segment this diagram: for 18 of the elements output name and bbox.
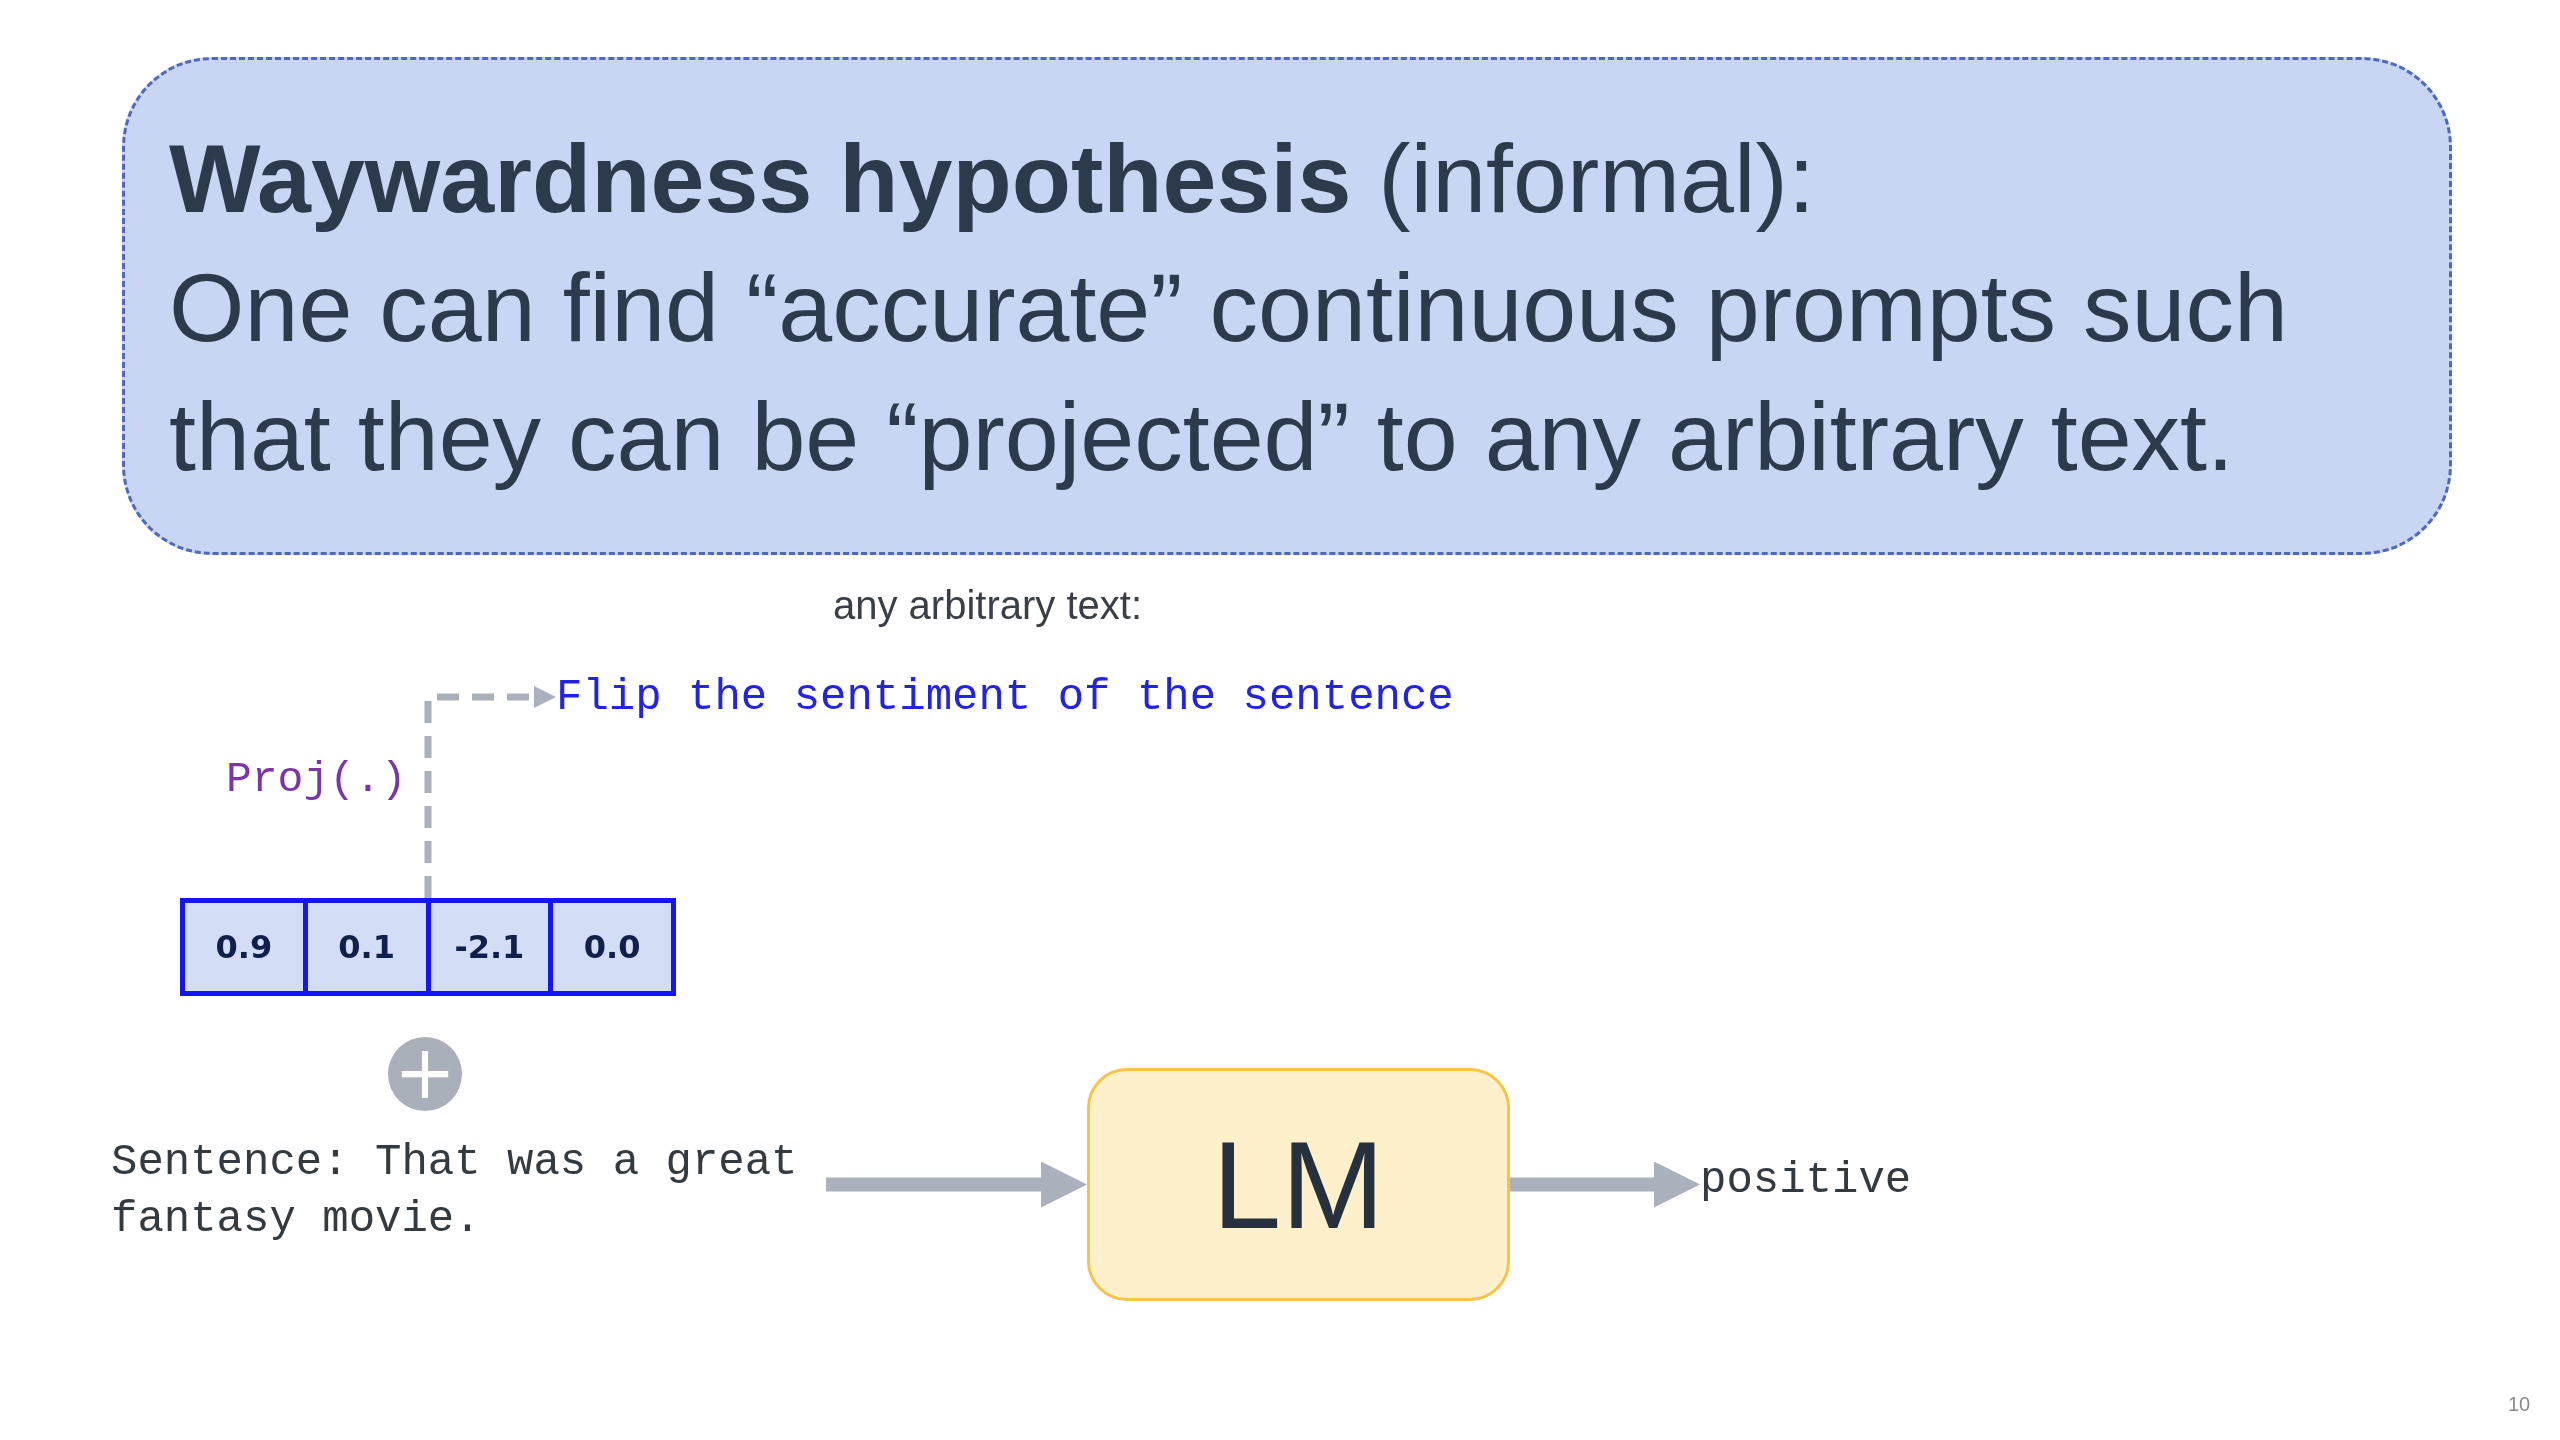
- prompt-text: Flip the sentiment of the sentence: [556, 670, 1454, 724]
- addition-symbol: +: [388, 1037, 462, 1111]
- arrow: [826, 1161, 1087, 1208]
- vector-entry: -2.1: [425, 903, 549, 991]
- embedding-vector: [180, 898, 676, 996]
- page-number: 10: [2508, 1392, 2531, 1416]
- model-box: LM: [1087, 1068, 1510, 1301]
- hypothesis-box: [122, 57, 2452, 555]
- vector-entry: 0.9: [185, 903, 303, 991]
- dashed-arrow: [424, 686, 556, 898]
- input-sentence: Sentence: That was a great fantasy movie.: [111, 1134, 826, 1248]
- output-text: positive: [1700, 1153, 1912, 1207]
- hypothesis-heading: Waywardness hypothesis (informal):: [169, 123, 1816, 235]
- vector-entry: 0.1: [302, 903, 426, 991]
- arrow: [1510, 1161, 1700, 1208]
- hypothesis-text: One can find “accurate” continuous prompts such that they can be “projected” to any arbitrary text.: [169, 252, 2289, 493]
- vector-entry: 0.0: [548, 903, 671, 991]
- annotation-text: any arbitrary text:: [833, 582, 1142, 629]
